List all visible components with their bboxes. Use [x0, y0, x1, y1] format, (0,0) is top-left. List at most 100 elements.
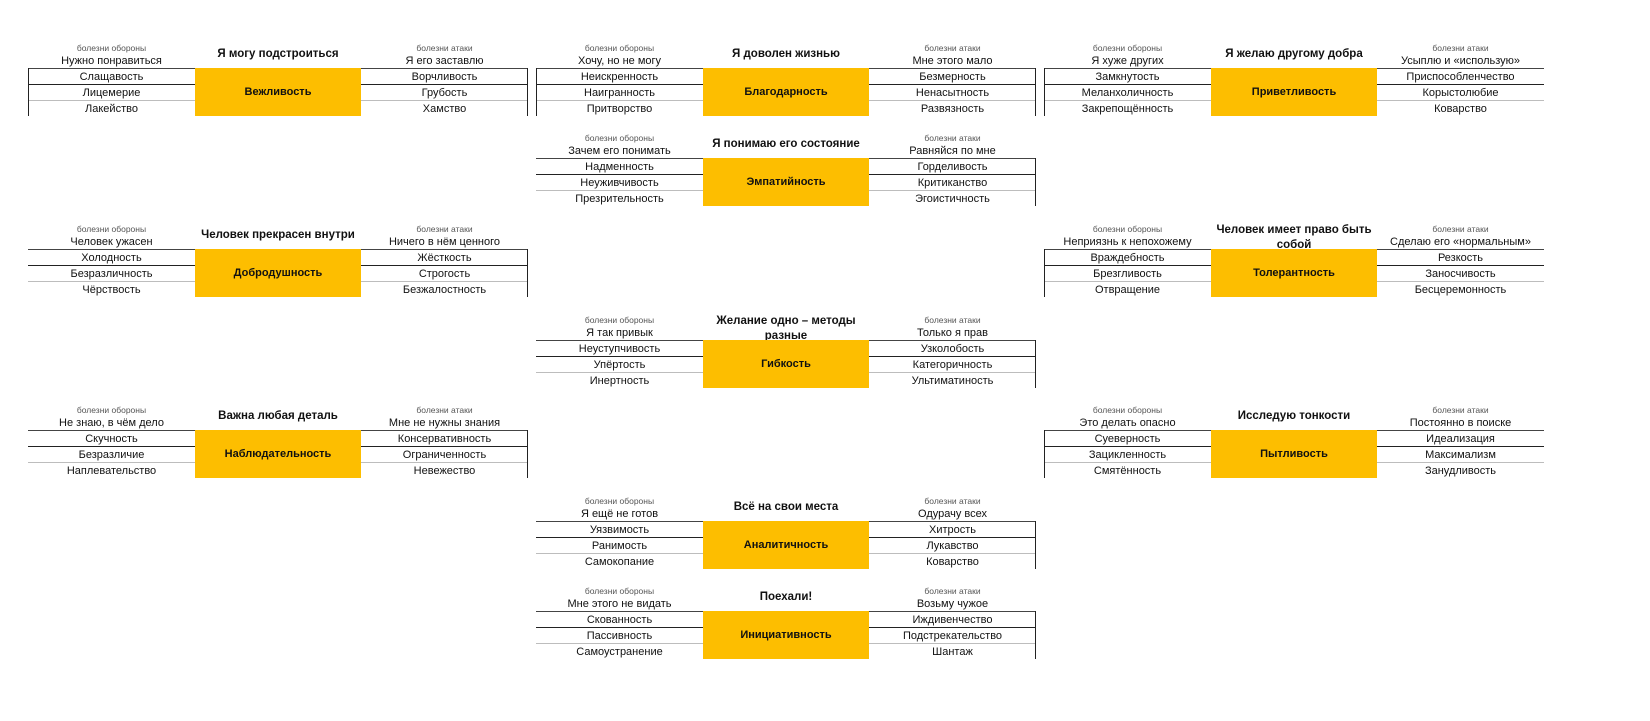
defense-subtitle: Не знаю, в чём дело: [59, 417, 164, 429]
attack-item: Хамство: [422, 103, 467, 115]
divider-line: [1044, 430, 1045, 478]
attack-item: Эгоистичность: [915, 193, 990, 205]
virtue-motto: Всё на свои места: [733, 501, 839, 513]
attack-item: Безмерность: [919, 71, 986, 83]
attack-subtitle: Одурачу всех: [918, 508, 987, 520]
defense-item: Замкнутость: [1095, 71, 1160, 83]
attack-caption: болезни атаки: [1432, 43, 1489, 53]
virtue-name-box: Толерантность: [1211, 249, 1377, 297]
defense-item: Самокопание: [584, 556, 655, 568]
attack-item: Коварство: [926, 556, 979, 568]
virtue-name-box: Добродушность: [195, 249, 361, 297]
defense-caption: болезни обороны: [584, 133, 655, 143]
defense-item: Брезгливость: [1093, 268, 1162, 280]
attack-caption: болезни атаки: [1432, 405, 1489, 415]
attack-subtitle: Равняйся по мне: [909, 145, 996, 157]
defense-item: Презрительность: [575, 193, 664, 205]
defense-caption: болезни обороны: [76, 405, 147, 415]
defense-caption: болезни обороны: [1092, 224, 1163, 234]
virtue-name-box: Благодарность: [703, 68, 869, 116]
defense-item: Чёрствость: [82, 284, 141, 296]
defense-subtitle: Мне этого не видать: [567, 598, 672, 610]
defense-item: Скучность: [85, 433, 138, 445]
attack-caption: болезни атаки: [924, 496, 981, 506]
defense-item: Холодность: [81, 252, 142, 264]
attack-item: Корыстолюбие: [1422, 87, 1499, 99]
defense-item: Упёртость: [593, 359, 646, 371]
defense-caption: болезни обороны: [1092, 43, 1163, 53]
attack-subtitle: Постоянно в поиске: [1409, 417, 1512, 429]
defense-item: Уязвимость: [589, 524, 650, 536]
defense-item: Безразличность: [70, 268, 153, 280]
divider-line: [536, 68, 537, 116]
defense-subtitle: Неприязнь к непохожему: [1063, 236, 1192, 248]
defense-item: Неуступчивость: [578, 343, 661, 355]
attack-caption: болезни атаки: [924, 586, 981, 596]
attack-item: Хитрость: [928, 524, 977, 536]
defense-item: Притворство: [586, 103, 653, 115]
divider-line: [1035, 158, 1036, 206]
attack-item: Иждивенчество: [912, 614, 993, 626]
defense-subtitle: Я так привык: [586, 327, 653, 339]
defense-item: Враждебность: [1090, 252, 1165, 264]
defense-item: Надменность: [585, 161, 654, 173]
defense-subtitle: Я хуже других: [1091, 55, 1164, 67]
defense-item: Слащавость: [79, 71, 144, 83]
virtue-motto: Я могу подстроиться: [217, 48, 339, 60]
attack-subtitle: Сделаю его «нормальным»: [1390, 236, 1531, 248]
divider-line: [1044, 68, 1045, 116]
defense-subtitle: Хочу, но не могу: [577, 55, 662, 67]
attack-subtitle: Я его заставлю: [405, 55, 484, 67]
defense-subtitle: Человек ужасен: [70, 236, 153, 248]
attack-item: Ненасытность: [915, 87, 990, 99]
defense-caption: болезни обороны: [76, 43, 147, 53]
attack-item: Заносчивость: [1425, 268, 1496, 280]
attack-caption: болезни атаки: [924, 43, 981, 53]
virtue-name-box: Эмпатийность: [703, 158, 869, 206]
attack-subtitle: Мне не нужны знания: [388, 417, 501, 429]
attack-subtitle: Только я прав: [916, 327, 989, 339]
defense-item: Безразличие: [78, 449, 145, 461]
attack-item: Безжалостность: [402, 284, 487, 296]
divider-line: [527, 249, 528, 297]
virtue-motto: Человек прекрасен внутри: [201, 229, 355, 241]
attack-item: Категоричность: [912, 359, 993, 371]
attack-item: Невежество: [413, 465, 476, 477]
defense-item: Неискренность: [580, 71, 659, 83]
attack-item: Консервативность: [397, 433, 492, 445]
virtue-motto: Я желаю другому добра: [1225, 48, 1363, 60]
virtue-motto: Человек имеет право быть собой: [1216, 224, 1372, 251]
virtue-motto: Желание одно – методы разные: [716, 315, 856, 342]
attack-caption: болезни атаки: [924, 133, 981, 143]
virtue-card: болезни обороны Я хуже других Я желаю друг…: [1044, 44, 1544, 116]
attack-item: Приспособленчество: [1406, 71, 1515, 83]
divider-line: [527, 68, 528, 116]
defense-item: Самоустранение: [576, 646, 663, 658]
attack-item: Коварство: [1434, 103, 1487, 115]
attack-item: Шантаж: [932, 646, 973, 658]
defense-item: Инертность: [589, 375, 650, 387]
attack-item: Строгость: [418, 268, 471, 280]
divider-line: [1044, 249, 1045, 297]
attack-item: Горделивость: [917, 161, 988, 173]
attack-caption: болезни атаки: [416, 43, 473, 53]
defense-subtitle: Зачем его понимать: [568, 145, 671, 157]
defense-caption: болезни обороны: [584, 586, 655, 596]
attack-item: Ограниченность: [402, 449, 487, 461]
defense-subtitle: Нужно понравиться: [61, 55, 162, 67]
virtue-motto: Я доволен жизнью: [732, 48, 840, 60]
divider-line: [1035, 340, 1036, 388]
defense-item: Ранимость: [591, 540, 648, 552]
attack-item: Подстрекательство: [902, 630, 1003, 642]
virtue-name-box: Приветливость: [1211, 68, 1377, 116]
defense-subtitle: Это делать опасно: [1079, 417, 1176, 429]
defense-item: Смятённость: [1093, 465, 1162, 477]
attack-item: Жёсткость: [417, 252, 472, 264]
attack-item: Грубость: [421, 87, 468, 99]
virtue-name-box: Аналитичность: [703, 521, 869, 569]
attack-item: Резкость: [1437, 252, 1484, 264]
defense-caption: болезни обороны: [76, 224, 147, 234]
defense-caption: болезни обороны: [584, 315, 655, 325]
